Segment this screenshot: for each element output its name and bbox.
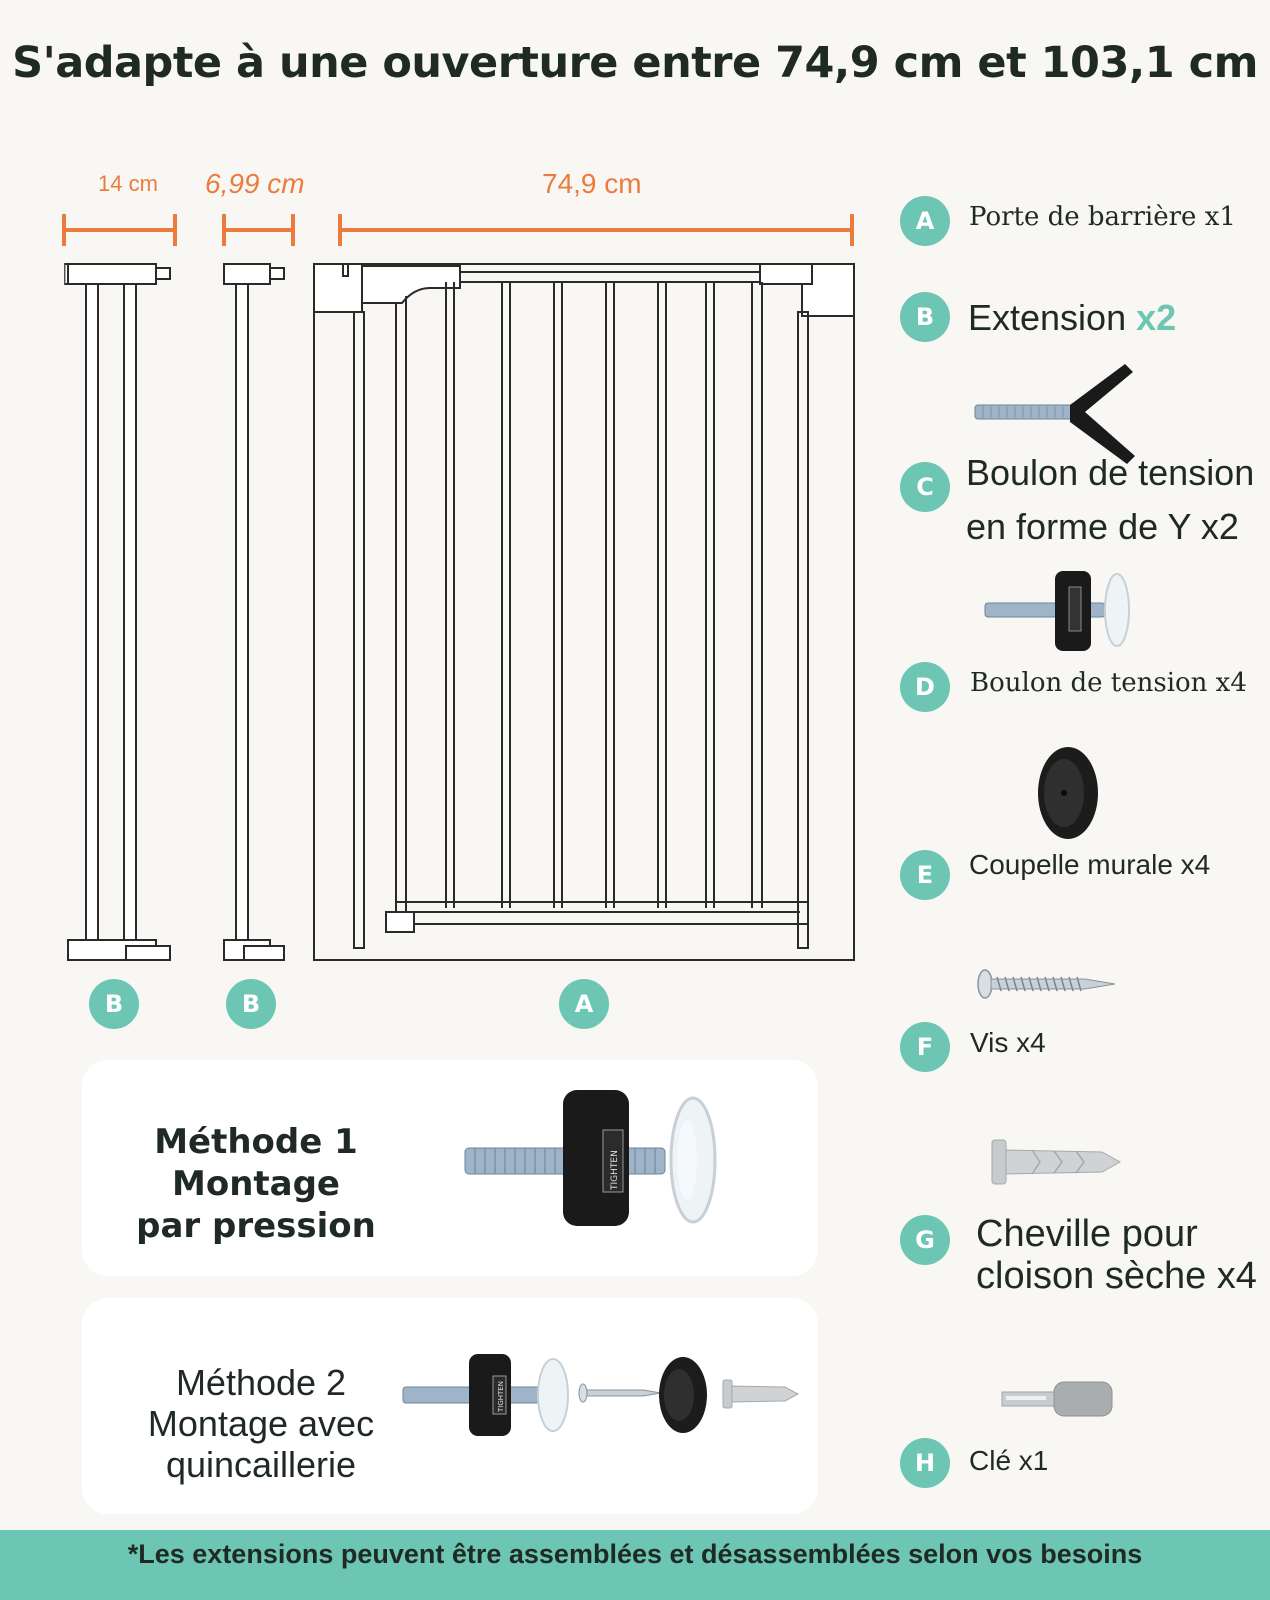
method-2-line3: quincaillerie [165, 1444, 357, 1485]
wall-cup-icon [1038, 747, 1098, 839]
part-label-c-line1: Boulon de tension [966, 452, 1255, 493]
part-label-e: Coupelle murale x4 [969, 849, 1211, 880]
page-title: S'adapte à une ouverture entre 74,9 cm e… [12, 38, 1258, 88]
method-1-tighten-label: TIGHTEN [610, 1150, 620, 1191]
gate-drawing [313, 263, 855, 961]
diagram-badge-gate: A [559, 979, 609, 1029]
y-bolt-icon [974, 364, 1135, 464]
part-badge-f: F [900, 1022, 950, 1072]
diagram-badge-ext-large: B [89, 979, 139, 1029]
method-2-tighten-label: TIGHTEN [497, 1381, 505, 1413]
part-label-h: Clé x1 [969, 1445, 1049, 1476]
dimension-bars [62, 214, 854, 246]
part-label-b-text: Extension [968, 297, 1137, 338]
footer-bar [0, 1530, 1270, 1600]
part-badge-c: C [900, 462, 950, 512]
method-2-line2: Montage avec [147, 1403, 375, 1444]
part-label-b-qty: x2 [1136, 297, 1177, 338]
dimension-gate: 74,9 cm [542, 168, 642, 199]
part-label-b: Extension x2 [968, 296, 1176, 340]
method-2-hardware-icon: TIGHTEN [402, 1354, 800, 1436]
part-label-a: Porte de barrière x1 [969, 202, 1236, 232]
part-label-c-line2: en forme de Y x2 [966, 506, 1239, 547]
part-badge-e: E [900, 850, 950, 900]
part-badge-h: H [900, 1438, 950, 1488]
extension-large-drawing [64, 263, 171, 961]
extension-small-drawing [223, 263, 285, 961]
part-badge-g: G [900, 1215, 950, 1265]
dimension-ext-large: 14 cm [98, 171, 158, 196]
key-icon [1001, 1381, 1113, 1417]
tension-bolt-icon [984, 571, 1130, 651]
part-label-c: Boulon de tension en forme de Y x2 [966, 446, 1254, 554]
part-label-d: Boulon de tension x4 [970, 668, 1247, 698]
footer-note: *Les extensions peuvent être assemblées … [127, 1539, 1143, 1569]
dimension-ext-small: 6,99 cm [205, 168, 305, 199]
part-badge-b: B [900, 292, 950, 342]
method-1-line1: Méthode 1 Montage [154, 1122, 358, 1204]
diagram-badge-ext-small: B [226, 979, 276, 1029]
wall-anchor-icon [991, 1139, 1122, 1185]
part-label-g-line1: Cheville pour [976, 1213, 1198, 1255]
part-label-f: Vis x4 [970, 1027, 1046, 1058]
part-badge-a: A [900, 196, 950, 246]
part-badge-d: D [900, 662, 950, 712]
part-label-g-line2: cloison sèche x4 [976, 1255, 1257, 1297]
method-1-bolt-icon: TIGHTEN [464, 1090, 717, 1226]
screw-icon [977, 969, 1116, 999]
method-1-line2: par pression [136, 1206, 376, 1246]
method-2-line1: Méthode 2 [175, 1362, 347, 1403]
